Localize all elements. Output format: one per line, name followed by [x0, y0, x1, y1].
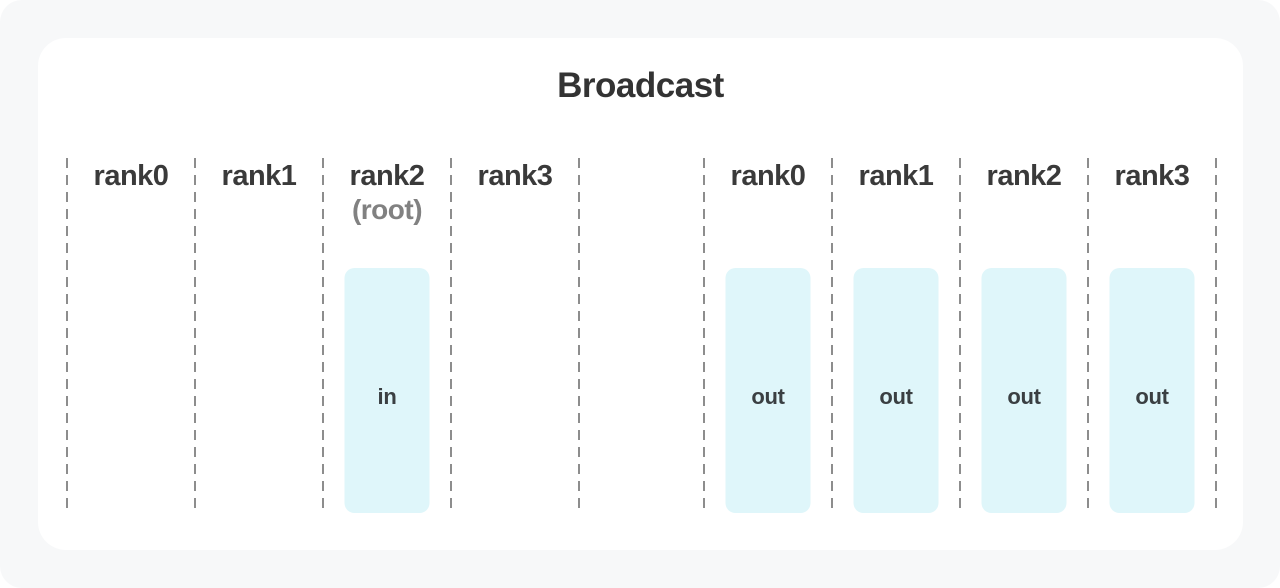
dashed-divider [703, 158, 705, 512]
rank-root-sublabel: (root) [351, 194, 423, 225]
rank-label: rank1 [221, 160, 297, 192]
rank-column-input-1: rank1 [196, 158, 322, 512]
rank-column-input-0: rank0 [68, 158, 194, 512]
rank-label: rank0 [93, 160, 169, 192]
data-box-out: out [853, 268, 939, 513]
rank-label: rank3 [477, 160, 553, 192]
dashed-divider [322, 158, 324, 512]
dashed-divider [1215, 158, 1217, 512]
rank-column-input-3: rank3 [452, 158, 578, 512]
rank-group-output: rank0 out rank1 out rank2 out rank3 out [703, 158, 1217, 513]
dashed-divider [831, 158, 833, 512]
dashed-divider [66, 158, 68, 512]
dashed-divider [959, 158, 961, 512]
dashed-divider [578, 158, 580, 512]
rank-column-input-2: rank2(root) in [324, 158, 450, 513]
dashed-divider [194, 158, 196, 512]
data-box-out: out [725, 268, 811, 513]
rank-column-output-3: rank3 out [1089, 158, 1215, 513]
rank-label: rank2 [349, 160, 425, 192]
rank-group-input: rank0 rank1 rank2(root) in rank3 [66, 158, 580, 513]
dashed-divider [1087, 158, 1089, 512]
rank-column-output-2: rank2 out [961, 158, 1087, 513]
rank-label: rank1 [858, 160, 934, 192]
data-box-out: out [981, 268, 1067, 513]
diagram-title: Broadcast [557, 66, 724, 105]
rank-label: rank2 [986, 160, 1062, 192]
rank-label: rank0 [730, 160, 806, 192]
data-box-out: out [1109, 268, 1195, 513]
rank-column-output-1: rank1 out [833, 158, 959, 513]
dashed-divider [450, 158, 452, 512]
data-box-in: in [344, 268, 430, 513]
rank-column-output-0: rank0 out [705, 158, 831, 513]
rank-label: rank3 [1114, 160, 1190, 192]
